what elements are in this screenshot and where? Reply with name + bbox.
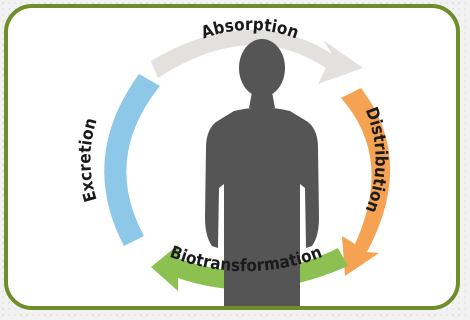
arrow-excretion	[104, 74, 160, 246]
arrow-absorption	[151, 29, 363, 84]
diagram-frame: Absorption Distribution Biotransformatio…	[4, 4, 460, 310]
label-excretion: Excretion	[75, 116, 101, 204]
arrow-distribution	[341, 88, 391, 276]
adme-cycle-diagram: Absorption Distribution Biotransformatio…	[75, 15, 391, 306]
human-silhouette	[205, 39, 319, 306]
